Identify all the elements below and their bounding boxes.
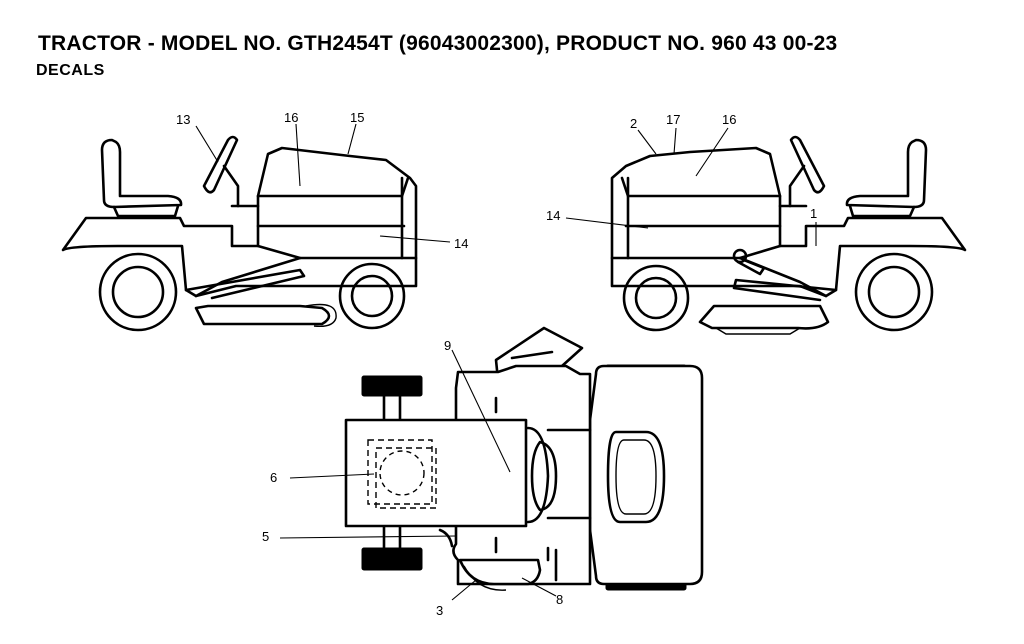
rear-wheel-right [854,252,934,332]
steering-wheel-right [789,135,826,194]
body-left [61,146,418,298]
seat-left [100,138,183,209]
steering-wheel-left [202,135,239,194]
rear-wheel-left [98,252,178,332]
callout-16-right: 16 [722,112,736,127]
callout-9: 9 [444,338,451,353]
callout-8: 8 [556,592,563,607]
callout-14-left: 14 [454,236,468,251]
tractor-top-view: 9 6 5 3 8 [262,326,704,618]
front-wheel-left [338,262,406,330]
decal-area [367,439,433,505]
tractor-left-side-view: 13 16 15 14 [61,110,468,332]
hood-emblem [379,450,425,496]
callout-6: 6 [270,470,277,485]
tractor-right-side-view: 2 17 16 14 1 [546,112,967,335]
mower-deck-right [698,304,830,330]
callout-14-right: 14 [546,208,560,223]
callout-13: 13 [176,112,190,127]
rear-fender-top [588,364,704,586]
front-wheel-right [622,264,690,332]
mower-deck-left [194,304,331,326]
seat-top [606,430,666,524]
callout-5: 5 [262,529,269,544]
callout-2: 2 [630,116,637,131]
front-tire-top-upper [361,375,423,397]
callout-16-left: 16 [284,110,298,125]
page-subtitle: DECALS [36,62,105,79]
callout-17: 17 [666,112,680,127]
seat-right [845,138,928,209]
callout-3: 3 [436,603,443,618]
page-title: TRACTOR - MODEL NO. GTH2454T (9604300230… [38,32,838,55]
callout-15: 15 [350,110,364,125]
callout-1: 1 [810,206,817,221]
front-tire-top-lower [361,547,423,571]
